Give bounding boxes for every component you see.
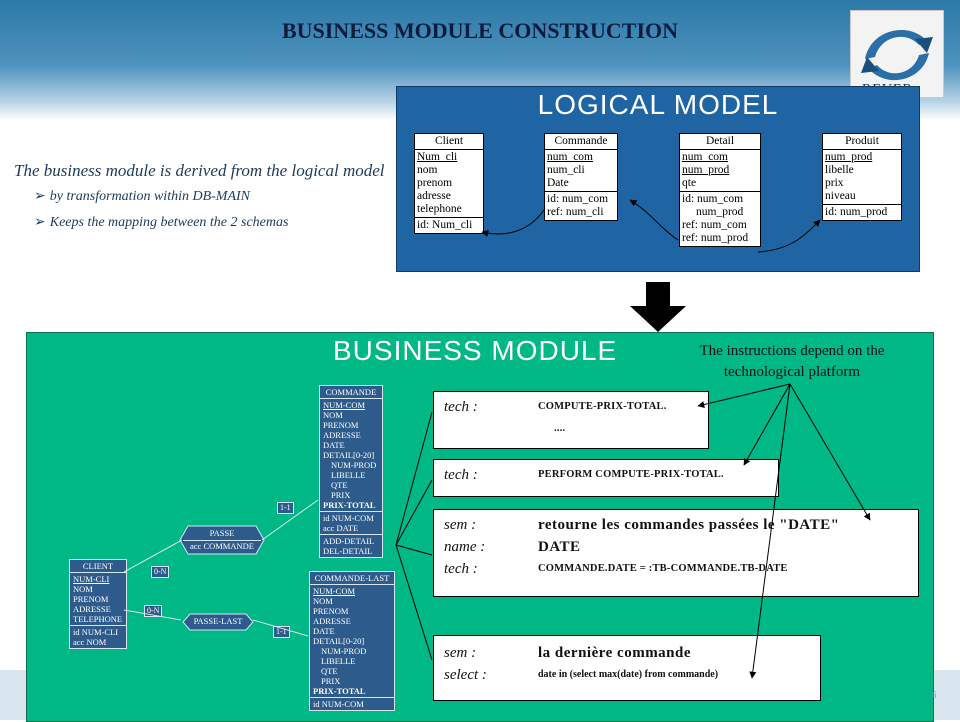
link-passe-commande bbox=[261, 499, 319, 541]
entity-attributes: Num_cli nom prenom adresse telephone bbox=[415, 150, 483, 218]
entity-keys: id: num_com ref: num_cli bbox=[547, 193, 609, 218]
link-commande-box2 bbox=[395, 479, 433, 546]
entity-commande: Commande num_com num_cli Date id: num_co… bbox=[544, 133, 618, 221]
logical-model-title: LOGICAL MODEL bbox=[537, 89, 779, 120]
entity-client: Client Num_cli nom prenom adresse teleph… bbox=[414, 133, 484, 234]
slide-title: BUSINESS MODULE CONSTRUCTION bbox=[281, 18, 679, 43]
bm-entity-commande: COMMANDE NUM-COM NOM PRENOM ADRESSE DATE… bbox=[319, 385, 383, 558]
rel-passe-last-name: PASSE-LAST bbox=[193, 616, 243, 626]
note-arrow-2 bbox=[743, 383, 791, 466]
note-arrow-1 bbox=[697, 383, 791, 408]
link-client-passelast bbox=[123, 609, 182, 621]
page-number: 6 bbox=[932, 690, 937, 700]
ref-arrow-detail-commande bbox=[629, 199, 679, 241]
rel-passe-name: PASSE bbox=[209, 528, 235, 538]
intro-bullet: ➢by transformation within DB-MAIN bbox=[34, 189, 251, 204]
bm-entity-commande-last: COMMANDE-LAST NUM-COM NOM PRENOM ADRESSE… bbox=[309, 571, 395, 711]
entity-name: Commande bbox=[545, 134, 617, 150]
entity-name: Client bbox=[415, 134, 483, 150]
rel-passe-last-shape bbox=[182, 613, 254, 631]
note-arrow-3 bbox=[789, 383, 871, 521]
ref-arrow-commande-client bbox=[481, 209, 545, 237]
tech-box-compute: tech :COMPUTE-PRIX-TOTAL. .... bbox=[433, 391, 709, 449]
logical-model-panel: LOGICAL MODEL Client Num_cli nom prenom … bbox=[396, 86, 920, 272]
link-commande-box3 bbox=[395, 544, 433, 556]
tech-box-date: sem :retourne les commandes passées le "… bbox=[433, 509, 919, 597]
link-commande-box1 bbox=[395, 411, 433, 546]
entity-keys: id: num_com num_prod ref: num_com ref: n… bbox=[682, 193, 749, 244]
entity-attributes: num_com num_prod qte bbox=[680, 150, 760, 192]
entity-detail: Detail num_com num_prod qte id: num_com … bbox=[679, 133, 761, 247]
rel-passe-key: acc COMMANDE bbox=[190, 541, 254, 551]
intro-text: The business module is derived from the … bbox=[14, 158, 394, 236]
business-module-panel: BUSINESS MODULE The instructions depend … bbox=[26, 332, 934, 722]
link-commande-box4 bbox=[395, 544, 433, 661]
note-arrow-4 bbox=[749, 383, 791, 679]
card-passe-commande: 1-1 bbox=[277, 502, 294, 514]
rel-passe-divider bbox=[183, 540, 261, 541]
business-module-title: BUSINESS MODULE bbox=[333, 335, 618, 366]
bm-entity-client: CLIENT NUM-CLI NOM PRENOM ADRESSE TELEPH… bbox=[69, 559, 127, 649]
card-passe-client: 0-N bbox=[151, 566, 170, 578]
entity-name: Detail bbox=[680, 134, 760, 150]
entity-name: Produit bbox=[823, 134, 901, 150]
logo-swirl-icon bbox=[861, 29, 933, 81]
tech-box-perform: tech :PERFORM COMPUTE-PRIX-TOTAL. bbox=[433, 459, 779, 497]
arrow-bullet-icon: ➢ bbox=[34, 215, 46, 230]
entity-keys: id: Num_cli bbox=[417, 219, 473, 231]
platform-note: The instructions depend on the technolog… bbox=[699, 343, 885, 380]
rever-logo bbox=[850, 10, 944, 98]
link-client-passe bbox=[123, 539, 183, 573]
entity-attributes: num_prod libelle prix niveau bbox=[823, 150, 901, 205]
ref-arrow-detail-produit bbox=[757, 219, 821, 253]
arrow-bullet-icon: ➢ bbox=[34, 189, 46, 204]
intro-main: The business module is derived from the … bbox=[14, 161, 385, 180]
down-arrow-icon bbox=[630, 282, 686, 332]
entity-produit: Produit num_prod libelle prix niveau id:… bbox=[822, 133, 902, 221]
entity-attributes: num_com num_cli Date bbox=[545, 150, 617, 192]
entity-keys: id: num_prod bbox=[825, 206, 888, 218]
link-passelast-commandelast bbox=[252, 619, 309, 637]
intro-bullet: ➢Keeps the mapping between the 2 schemas bbox=[34, 215, 289, 230]
